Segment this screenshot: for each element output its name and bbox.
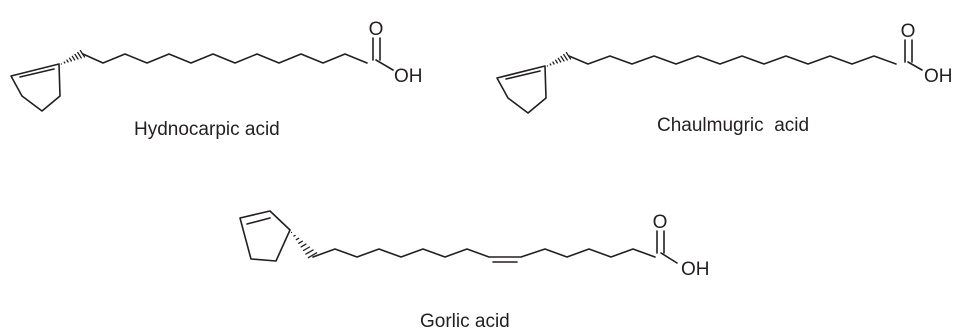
hydroxyl-bond <box>907 61 923 71</box>
ring-double-bond <box>505 70 541 80</box>
stereo-hashed-wedge <box>60 49 86 65</box>
cyclopentene-ring <box>496 65 547 114</box>
cyclopentene-ring <box>10 63 61 112</box>
carboxyl-group: O OH <box>901 21 953 87</box>
hydroxyl-atom-label: OH <box>394 66 423 87</box>
oxygen-atom-label: O <box>369 19 384 40</box>
stereo-hashed-wedge <box>290 231 318 259</box>
hydroxyl-atom-label: OH <box>924 66 953 87</box>
ring-double-bond <box>19 68 55 78</box>
hydroxyl-atom-label: OH <box>681 259 710 280</box>
compound-name: Hydnocarpic acid <box>134 119 280 140</box>
oxygen-atom-label: O <box>901 21 916 42</box>
hydroxyl-bond <box>375 59 394 71</box>
cyclopentene-ring <box>239 210 291 262</box>
molecule-chaulmugric-acid: O OH Chaulmugric acid <box>496 21 953 136</box>
ring-double-bond <box>246 217 271 225</box>
alkyl-chain <box>312 248 656 258</box>
ring-bonds <box>10 63 61 112</box>
ring-bonds <box>239 210 291 262</box>
ring-bonds <box>496 65 547 114</box>
carboxyl-group: O OH <box>653 212 710 280</box>
compound-name: Gorlic acid <box>420 311 510 332</box>
molecule-gorlic-acid: O OH Gorlic acid <box>239 210 710 332</box>
oxygen-atom-label: O <box>653 212 668 233</box>
compound-name: Chaulmugric acid <box>657 115 809 136</box>
molecule-hydnocarpic-acid: O OH Hydnocarpic acid <box>10 19 423 140</box>
carboxyl-group: O OH <box>369 19 423 87</box>
stereo-hashed-wedge <box>546 51 572 67</box>
alkyl-chain <box>568 55 897 65</box>
alkyl-chain <box>82 53 368 64</box>
hydroxyl-bond <box>660 252 678 264</box>
